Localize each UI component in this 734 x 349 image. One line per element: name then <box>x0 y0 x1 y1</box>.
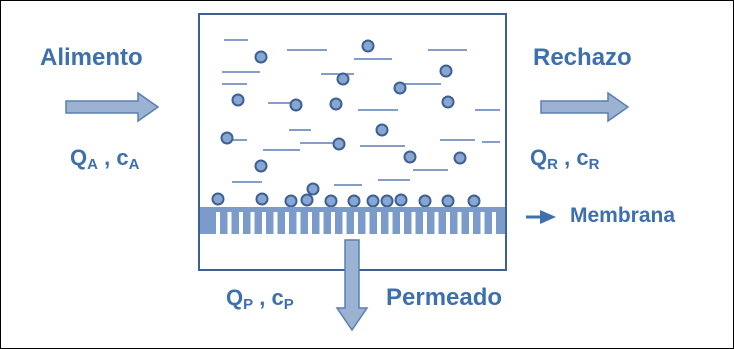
solute-particle <box>289 98 303 112</box>
membrane-pointer-arrow-icon <box>526 210 556 224</box>
solute-particle <box>380 194 394 208</box>
solute-particle <box>329 97 343 111</box>
membrane-pore <box>296 212 301 234</box>
solute-particle <box>306 182 320 196</box>
membrane-pore <box>319 212 324 234</box>
reject-flow-label: QR , cR <box>530 145 600 173</box>
permeate-flow-label: QP , cP <box>226 285 294 313</box>
membrane-pore <box>285 212 289 234</box>
solute-particle <box>254 50 268 64</box>
membrane-pore <box>388 212 393 234</box>
solute-particle <box>366 194 380 208</box>
solute-particle <box>347 194 361 208</box>
permeate-label: Permeado <box>386 284 503 311</box>
membrane <box>200 207 505 234</box>
membrane-pore <box>331 212 335 234</box>
reject-arrow-icon <box>540 91 630 123</box>
solute-particle <box>255 192 269 206</box>
solute-particle <box>467 194 481 208</box>
membrane-pore <box>423 212 427 234</box>
solute-particle <box>231 93 245 107</box>
membrane-pore <box>354 212 358 234</box>
membrane-pore <box>342 212 347 234</box>
membrane-pore <box>250 212 255 234</box>
membrane-pore <box>480 212 485 234</box>
feed-arrow-icon <box>65 91 160 123</box>
feed-label: Alimento <box>40 44 143 71</box>
membrane-pore <box>457 212 462 234</box>
membrane-pore <box>365 212 370 234</box>
membrane-pore <box>469 212 473 234</box>
reject-label: Rechazo <box>533 44 632 71</box>
membrane-label: Membrana <box>570 204 676 227</box>
feed-flow-label: QA , cA <box>70 145 140 173</box>
membrane-pore <box>400 212 404 234</box>
membrane-pore <box>446 212 450 234</box>
solute-particle <box>375 123 389 137</box>
solute-particle <box>220 131 234 145</box>
membrane-pore <box>273 212 278 234</box>
solute-particle <box>336 72 350 86</box>
solute-particle <box>284 194 298 208</box>
permeate-arrow-icon <box>335 239 369 332</box>
solute-particle <box>324 194 338 208</box>
membrane-pore <box>227 212 232 234</box>
solute-particle <box>403 150 417 164</box>
solute-particle <box>418 194 432 208</box>
membrane-pore <box>216 212 220 234</box>
membrane-pore <box>239 212 243 234</box>
membrane-pore <box>308 212 312 234</box>
solute-particle <box>254 159 268 173</box>
solute-particle <box>393 81 407 95</box>
solute-particle <box>441 95 455 109</box>
solute-particle <box>439 64 453 78</box>
solute-particle <box>453 151 467 165</box>
solute-particle <box>300 193 314 207</box>
solute-particle <box>361 39 375 53</box>
solute-particle <box>394 193 408 207</box>
solute-particle <box>441 194 455 208</box>
membrane-pore <box>411 212 416 234</box>
solute-particle <box>211 192 225 206</box>
membrane-pore <box>262 212 266 234</box>
membrane-pore <box>377 212 381 234</box>
solute-particle <box>332 137 346 151</box>
membrane-pore <box>492 212 496 234</box>
solute-particles <box>211 39 481 208</box>
membrane-pore <box>434 212 439 234</box>
